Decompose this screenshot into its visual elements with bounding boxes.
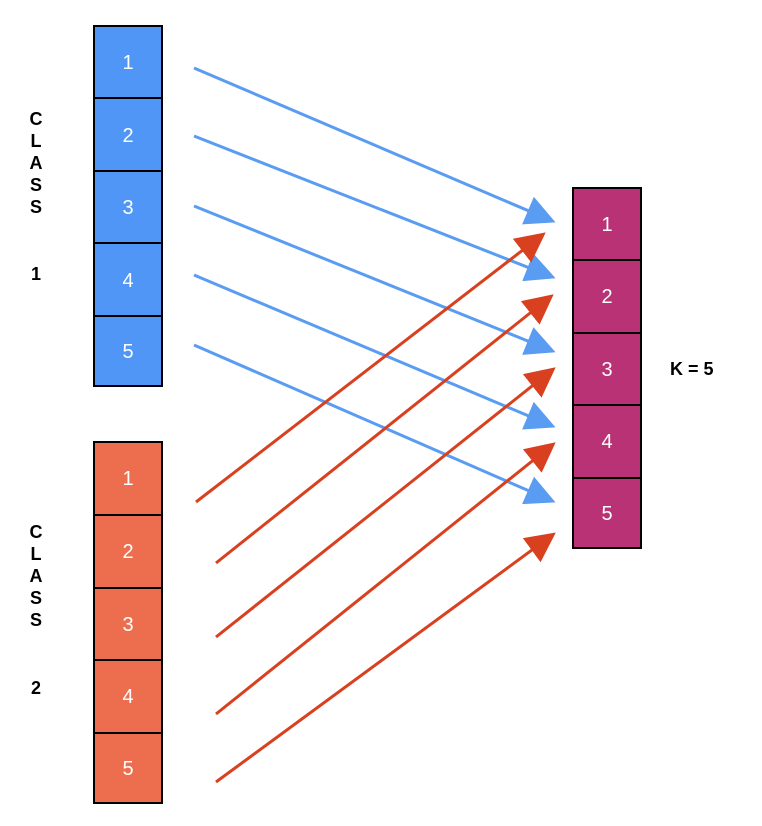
- class1-letter: S: [30, 175, 42, 195]
- class1-arrow: [193, 273, 556, 430]
- class2-cell: [93, 587, 163, 661]
- class2-cell: [93, 732, 163, 804]
- class2-arrow: [195, 232, 546, 504]
- output-column: 1 2 3 4 5: [572, 187, 642, 549]
- class2-arrows: [195, 232, 556, 784]
- class1-cell: [93, 97, 163, 172]
- output-cell-label: 2: [601, 286, 612, 308]
- class2-cell-label: 4: [122, 686, 133, 708]
- class2-column: 1 2 3 4 5: [93, 441, 163, 804]
- class1-cell: [93, 315, 163, 387]
- class2-letter: S: [30, 588, 42, 608]
- class1-number: 1: [31, 264, 41, 284]
- output-cell-label: 1: [601, 214, 612, 236]
- class1-column: 1 2 3 4 5: [93, 25, 163, 387]
- class2-arrow: [215, 367, 556, 639]
- class1-arrow: [193, 343, 556, 505]
- class1-cell-label: 4: [122, 270, 133, 292]
- class2-arrow: [215, 442, 556, 716]
- class2-letter: S: [30, 610, 42, 630]
- output-cell: [572, 404, 642, 479]
- class1-cell-label: 5: [122, 341, 133, 363]
- class1-letter: C: [30, 109, 43, 129]
- class1-side-label: C L A S S 1: [30, 109, 43, 284]
- class1-cell: [93, 242, 163, 317]
- output-cell: [572, 477, 642, 549]
- class2-cell-label: 5: [122, 758, 133, 780]
- class2-arrow: [215, 294, 554, 565]
- class2-cell-label: 1: [122, 468, 133, 490]
- class2-cell: [93, 441, 163, 516]
- class1-arrow: [193, 204, 556, 355]
- output-cell: [572, 259, 642, 334]
- class1-arrow: [193, 66, 556, 225]
- class2-letter: L: [31, 544, 42, 564]
- class2-letter: A: [30, 566, 43, 586]
- class2-cell-label: 2: [122, 541, 133, 563]
- class2-cell-label: 3: [122, 614, 133, 636]
- class1-letter: A: [30, 153, 43, 173]
- class1-cell: [93, 25, 163, 99]
- output-cell: [572, 187, 642, 261]
- class2-arrow: [215, 532, 556, 784]
- class1-cell-label: 3: [122, 197, 133, 219]
- class1-arrows: [193, 66, 556, 505]
- k-label: K = 5: [670, 359, 714, 379]
- output-cell-label: 3: [601, 359, 612, 381]
- class1-arrow: [193, 134, 556, 282]
- class2-letter: C: [30, 522, 43, 542]
- output-cell-label: 4: [601, 431, 612, 453]
- output-cell-label: 5: [601, 503, 612, 525]
- class1-cell-label: 2: [122, 125, 133, 147]
- class2-side-label: C L A S S 2: [30, 522, 43, 698]
- class1-letter: S: [30, 197, 42, 217]
- class2-number: 2: [31, 678, 41, 698]
- class1-cell-label: 1: [122, 52, 133, 74]
- class1-letter: L: [31, 131, 42, 151]
